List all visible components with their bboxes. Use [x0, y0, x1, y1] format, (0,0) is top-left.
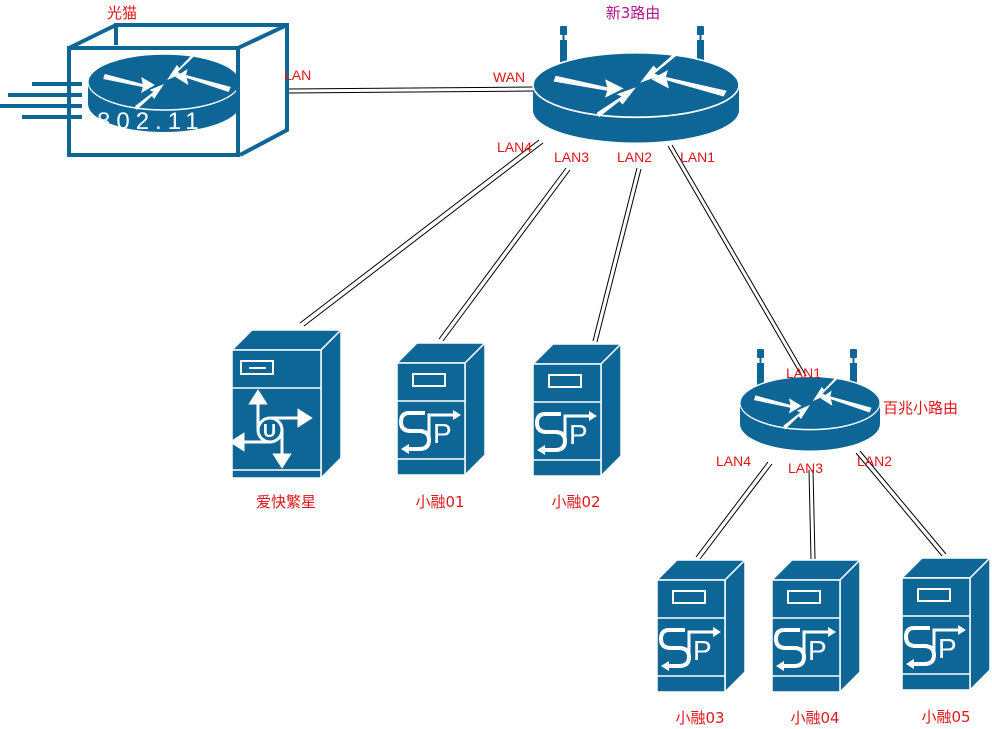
wireless-router-icon: [532, 26, 740, 144]
xr05-server[interactable]: 小融05: [900, 556, 992, 726]
link-main-lan1-to-small-router: [667, 144, 810, 383]
small-lan1-port-label: LAN1: [786, 365, 821, 381]
main-router-label: 新3路由: [606, 4, 661, 22]
link-modem-to-main-router: [287, 86, 534, 94]
ucs-server-icon: U: [229, 328, 343, 480]
sip-server-icon: [655, 558, 747, 694]
xr02-server[interactable]: 小融02: [531, 342, 623, 511]
xr03-label: 小融03: [675, 709, 724, 727]
small-lan2-port-label: LAN2: [857, 453, 892, 469]
link-main-lan3-to-xr01: [438, 167, 571, 342]
sip-server-icon: [531, 342, 623, 478]
aikuai-server[interactable]: U 爱快繁星: [229, 328, 343, 511]
main-lan2-port-label: LAN2: [617, 149, 652, 165]
svg-text:U: U: [263, 421, 276, 441]
link-main-lan2-to-xr02: [592, 167, 642, 343]
main-lan1-port-label: LAN1: [680, 149, 715, 165]
main-lan3-port-label: LAN3: [554, 149, 589, 165]
xr04-label: 小融04: [790, 709, 839, 727]
link-small-lan4-to-xr03: [695, 461, 773, 560]
xr05-label: 小融05: [921, 708, 970, 726]
main-router[interactable]: 新3路由: [532, 4, 740, 144]
xr03-server[interactable]: 小融03: [655, 558, 747, 727]
wireless-router-802.11-icon: [0, 23, 289, 157]
link-main-lan4-to-aikuai: [299, 139, 544, 327]
sip-server-icon: [770, 558, 862, 694]
aikuai-label: 爱快繁星: [256, 493, 316, 511]
sip-server-icon: [900, 556, 992, 692]
sip-server-icon: [395, 341, 487, 477]
xr01-server[interactable]: 小融01: [395, 341, 487, 511]
xr04-server[interactable]: 小融04: [770, 558, 862, 727]
link-small-lan3-to-xr04: [808, 469, 816, 560]
xr01-label: 小融01: [415, 493, 464, 511]
small-lan3-port-label: LAN3: [788, 460, 823, 476]
small-router-label: 百兆小路由: [883, 399, 958, 417]
optical-modem-label: 光猫: [107, 4, 137, 22]
main-wan-port-label: WAN: [493, 69, 525, 85]
small-router[interactable]: 百兆小路由: [739, 349, 958, 452]
optical-modem[interactable]: 802.11 光猫: [0, 4, 289, 157]
modem-lan-port-label: LAN: [284, 67, 311, 83]
xr02-label: 小融02: [551, 493, 600, 511]
link-small-lan2-to-xr05: [855, 450, 947, 557]
modem-802-11-badge: 802.11: [97, 108, 205, 135]
small-lan4-port-label: LAN4: [716, 453, 751, 469]
links: [287, 86, 947, 560]
main-lan4-port-label: LAN4: [497, 139, 532, 155]
